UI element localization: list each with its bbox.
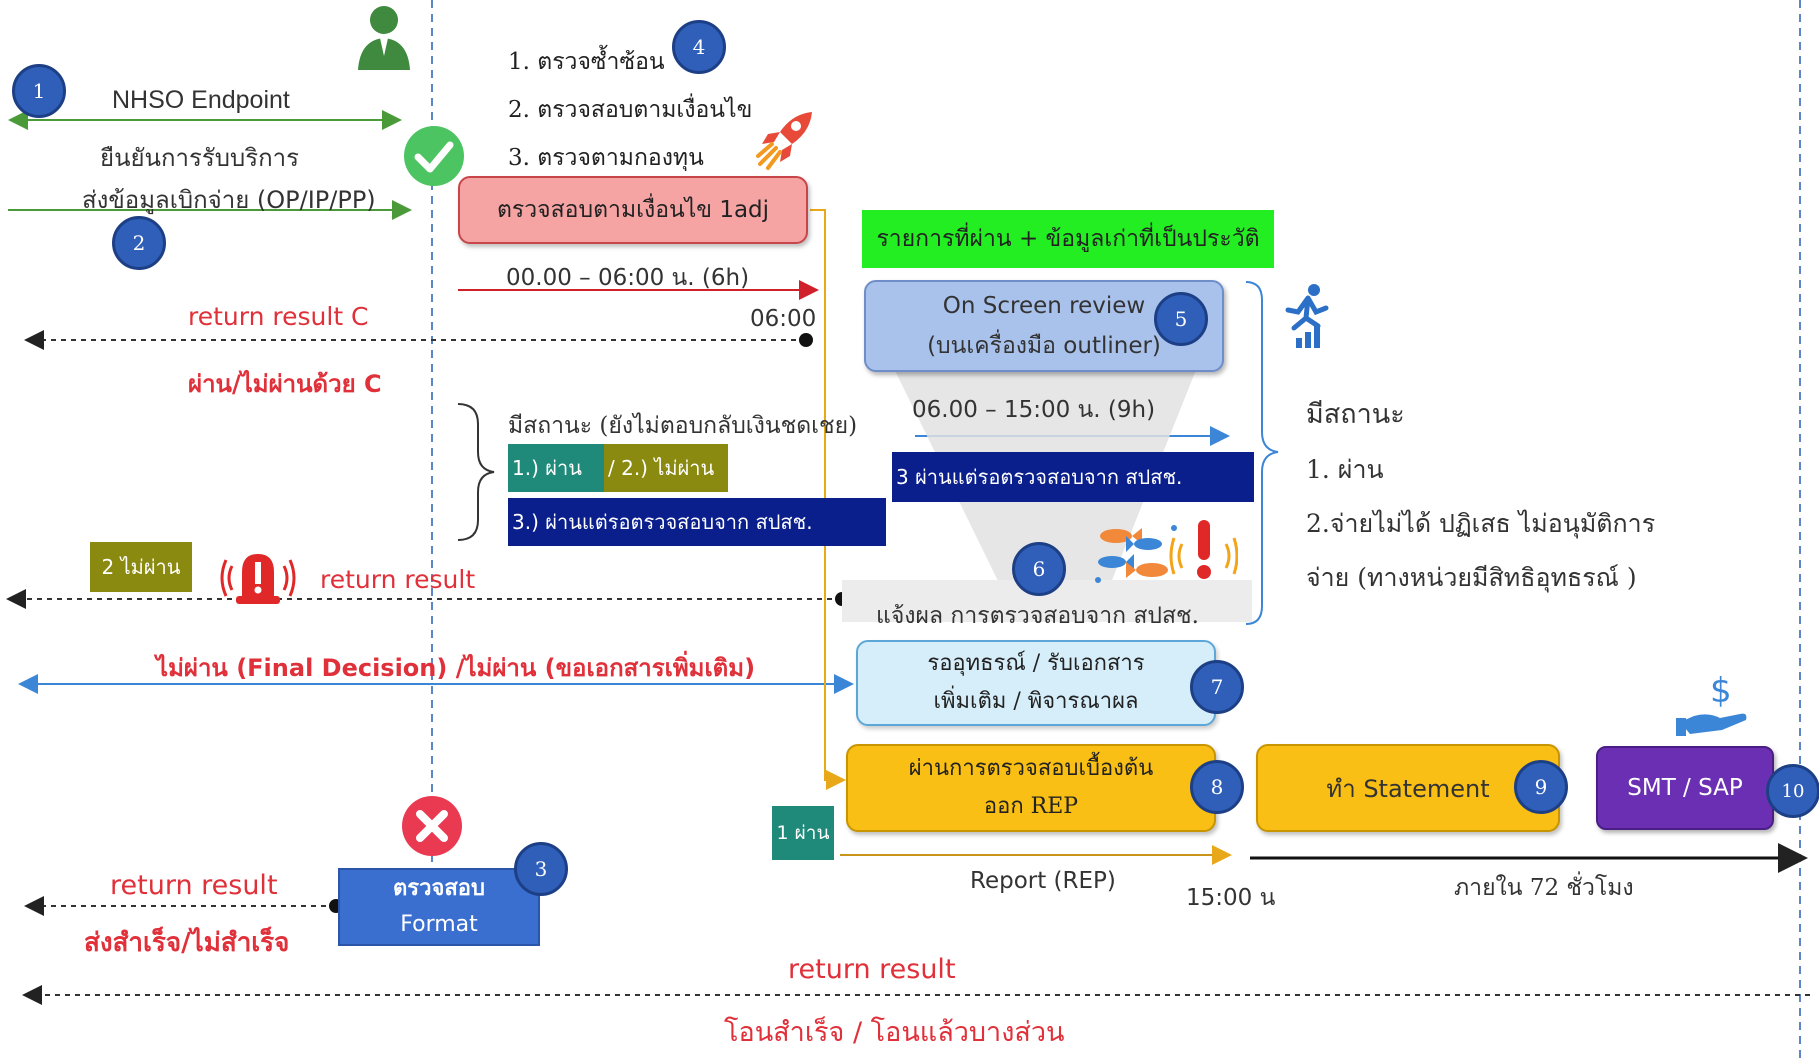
- status-mid-title: มีสถานะ (ยังไม่ตอบกลับเงินชดเชย): [508, 413, 858, 439]
- status-right-item2b: จ่าย (ทางหน่วยมีสิทธิอุทธรณ์ ): [1306, 563, 1637, 592]
- condition-box: ตรวจสอบตามเงื่อนไข 1adj: [458, 176, 808, 244]
- format-line1: ตรวจสอบ: [393, 876, 485, 901]
- check-list: 1. ตรวจซ้ำซ้อน 2. ตรวจสอบตามเงื่อนไข 3. …: [508, 38, 752, 182]
- status-pass-tag: 1.) ผ่าน: [508, 444, 604, 492]
- status-fail-tag: / 2.) ไม่ผ่าน: [604, 444, 728, 492]
- send-status-label: ส่งสำเร็จ/ไม่สำเร็จ: [84, 928, 290, 958]
- return-result-format-label: return result: [110, 870, 278, 901]
- green-banner: รายการที่ผ่าน + ข้อมูลเก่าที่เป็นประวัติ: [862, 210, 1274, 268]
- pass-tag: 1 ผ่าน: [772, 806, 834, 860]
- time-1500-label: 15:00 น: [1186, 885, 1276, 911]
- step-badge-2: 2: [112, 216, 166, 270]
- step-badge-4: 4: [672, 20, 726, 74]
- time-window-6h: 00.00 – 06:00 น. (6h): [506, 265, 750, 291]
- initial-line1: ผ่านการตรวจสอบเบื้องต้น: [908, 756, 1154, 781]
- exclamation-icon: [1169, 520, 1238, 579]
- step-badge-1: 1: [12, 64, 66, 118]
- report-label: Report (REP): [970, 868, 1116, 894]
- onscreen-line1: On Screen review: [942, 293, 1146, 319]
- fish-icon: [1095, 525, 1177, 583]
- confirm-service-label: ยืนยันการรับบริการ: [100, 144, 299, 172]
- appeal-line2: เพิ่มเติม / พิจารณาผล: [933, 689, 1139, 714]
- time-window-9h: 06.00 – 15:00 น. (9h): [912, 397, 1156, 423]
- fail-tag: 2 ไม่ผ่าน: [90, 542, 192, 592]
- status-right-item2a: 2.จ่ายไม่ได้ ปฏิเสธ ไม่อนุมัติการ: [1306, 509, 1656, 538]
- orange-flow-path: [810, 209, 846, 790]
- step-badge-8: 8: [1190, 760, 1244, 814]
- time-end-label: 06:00: [750, 306, 817, 332]
- within-72-label: ภายใน 72 ชั่วโมง: [1454, 875, 1634, 901]
- step-badge-10: 10: [1766, 764, 1819, 818]
- check-icon: [404, 126, 464, 186]
- status-right-item1: 1. ผ่าน: [1306, 455, 1384, 484]
- step-badge-9: 9: [1514, 760, 1568, 814]
- runner-icon: [1285, 284, 1329, 348]
- notify-label: แจ้งผล การตรวจสอบจาก สปสช.: [876, 603, 1199, 629]
- step-badge-6: 6: [1012, 542, 1066, 596]
- check-item-3: 3. ตรวจตามกองทุน: [508, 145, 704, 171]
- return-c-dot: [799, 333, 813, 347]
- brace-mid: [457, 403, 495, 541]
- bottom-return-label: return result: [788, 954, 956, 985]
- appeal-box: รออุทธรณ์ / รับเอกสาร เพิ่มเติม / พิจารณ…: [856, 640, 1216, 726]
- return-result-mid-label: return result: [320, 565, 476, 594]
- money-hand-icon: $: [1676, 672, 1747, 736]
- initial-line2: ออก REP: [983, 794, 1079, 819]
- send-claim-label: ส่งข้อมูลเบิกจ่าย (OP/IP/PP): [82, 186, 376, 214]
- format-line2: Format: [400, 912, 478, 937]
- transfer-label: โอนสำเร็จ / โอนแล้วบางส่วน: [724, 1017, 1065, 1048]
- alarm-icon: [220, 554, 296, 604]
- appeal-line1: รออุทธรณ์ / รับเอกสาร: [927, 651, 1145, 676]
- rocket-icon: [756, 112, 812, 170]
- user-icon: [358, 6, 410, 70]
- onscreen-line2: (บนเครื่องมือ outliner): [927, 333, 1161, 359]
- pass-fail-c-label: ผ่าน/ไม่ผ่านด้วย C: [188, 370, 382, 398]
- status-right-title: มีสถานะ: [1306, 399, 1405, 430]
- return-c-label: return result C: [188, 302, 369, 331]
- endpoint-label: NHSO Endpoint: [112, 86, 290, 114]
- check-item-1: 1. ตรวจซ้ำซ้อน: [508, 49, 665, 75]
- smt-sap-box: SMT / SAP: [1596, 746, 1774, 830]
- check-item-2: 2. ตรวจสอบตามเงื่อนไข: [508, 97, 753, 123]
- format-check-box: ตรวจสอบ Format: [338, 868, 540, 946]
- step-badge-7: 7: [1190, 660, 1244, 714]
- svg-text:$: $: [1710, 672, 1732, 711]
- initial-check-box: ผ่านการตรวจสอบเบื้องต้น ออก REP: [846, 744, 1216, 832]
- status-pending-tag: 3.) ผ่านแต่รอตรวจสอบจาก สปสช.: [508, 498, 886, 546]
- cross-icon: [402, 796, 462, 856]
- step-badge-3: 3: [514, 842, 568, 896]
- step-badge-5: 5: [1154, 292, 1208, 346]
- final-decision-label: ไม่ผ่าน (Final Decision) /ไม่ผ่าน (ขอเอก…: [156, 654, 756, 682]
- brace-right: [1245, 281, 1279, 625]
- review-pending-bar: 3 ผ่านแต่รอตรวจสอบจาก สปสช.: [892, 452, 1254, 502]
